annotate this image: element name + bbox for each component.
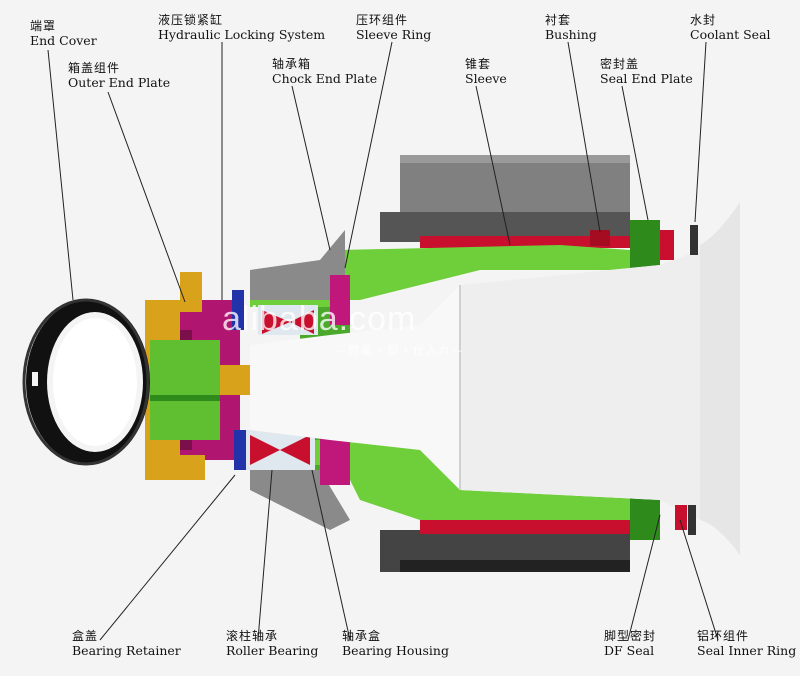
- label-zh: 压环组件: [356, 13, 409, 27]
- seal-pieces: [660, 225, 698, 535]
- label-outer-end-plate: 箱盖组件 Outer End Plate: [68, 61, 171, 90]
- label-zh: 衬套: [545, 13, 572, 27]
- label-zh: 锥套: [465, 57, 492, 71]
- label-en: Coolant Seal: [690, 26, 771, 42]
- label-en: Seal End Plate: [600, 70, 693, 86]
- label-zh: 轴承盒: [342, 629, 382, 643]
- label-zh: 水封: [690, 13, 717, 27]
- roller-bearing-shape: [245, 305, 318, 470]
- label-chock-end-plate: 轴承箱 Chock End Plate: [272, 57, 378, 86]
- label-zh: 箱盖组件: [68, 61, 121, 75]
- label-zh: 密封盖: [600, 57, 640, 71]
- label-coolant-seal: 水封 Coolant Seal: [690, 13, 771, 42]
- watermark-sub: —問屋・卸・仕入れ—: [335, 344, 465, 357]
- label-en: End Cover: [30, 32, 97, 48]
- label-seal-end-plate: 密封盖 Seal End Plate: [600, 57, 693, 86]
- label-zh: 盒盖: [72, 629, 99, 643]
- label-en: Roller Bearing: [226, 642, 319, 658]
- bushing-band: [420, 230, 630, 534]
- label-en: Bearing Retainer: [72, 642, 181, 658]
- label-zh: 铝环组件: [697, 629, 750, 643]
- chock-outer-housing: [380, 155, 630, 572]
- label-zh: 脚型密封: [604, 629, 657, 643]
- label-en: Outer End Plate: [68, 74, 171, 90]
- label-en: Chock End Plate: [272, 70, 378, 86]
- watermark-main: alibaba.com: [222, 300, 417, 338]
- label-en: Seal Inner Ring: [697, 642, 797, 658]
- label-bearing-housing: 轴承盒 Bearing Housing: [342, 629, 449, 658]
- label-df-seal: 脚型密封 DF Seal: [604, 629, 657, 658]
- label-seal-inner-ring: 铝环组件 Seal Inner Ring: [697, 629, 797, 658]
- label-en: Hydraulic Locking System: [158, 26, 326, 42]
- label-sleeve: 锥套 Sleeve: [465, 57, 507, 86]
- label-en: Bushing: [545, 26, 597, 42]
- leader-lines: [47, 41, 719, 641]
- label-zh: 液压锁紧缸: [158, 13, 224, 27]
- label-hydraulic-locking-system: 液压锁紧缸 Hydraulic Locking System: [158, 13, 326, 42]
- label-zh: 滚柱轴承: [226, 629, 279, 643]
- label-en: Sleeve Ring: [356, 26, 432, 42]
- end-cover-shape: [22, 298, 150, 466]
- label-en: DF Seal: [604, 642, 655, 658]
- label-end-cover: 端罩 End Cover: [30, 19, 97, 48]
- label-en: Sleeve: [465, 70, 507, 86]
- chock-inner-green: [150, 340, 220, 440]
- hydraulic-lock-blue: [232, 290, 246, 470]
- label-roller-bearing: 滚柱轴承 Roller Bearing: [226, 629, 319, 658]
- label-zh: 端罩: [30, 19, 57, 33]
- label-en: Bearing Housing: [342, 642, 449, 658]
- label-zh: 轴承箱: [272, 57, 312, 71]
- label-bearing-retainer: 盒盖 Bearing Retainer: [72, 629, 181, 658]
- label-bushing: 衬套 Bushing: [545, 13, 597, 42]
- label-sleeve-ring: 压环组件 Sleeve Ring: [356, 13, 432, 42]
- roll-neck-white: [250, 202, 740, 555]
